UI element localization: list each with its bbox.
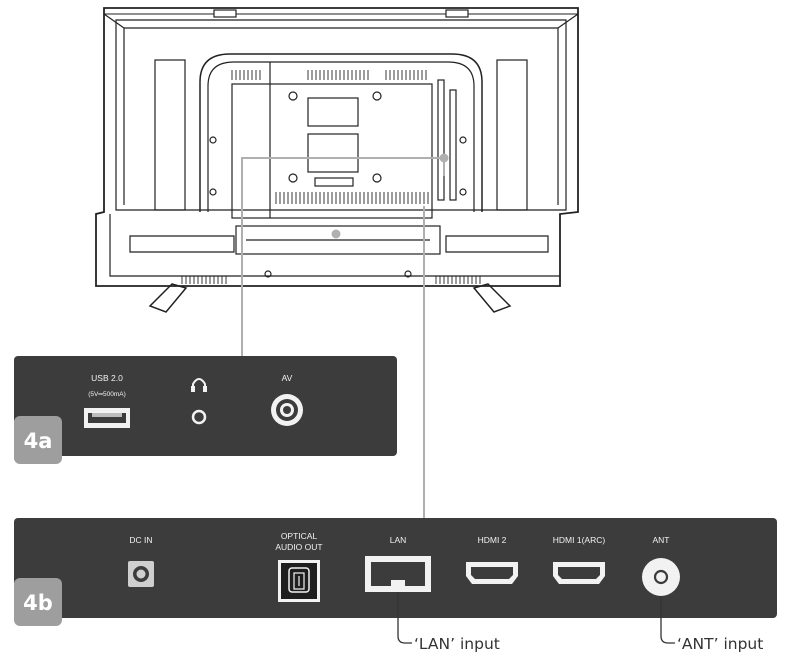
panel-4a-body: [14, 356, 397, 456]
lan-port: [365, 556, 431, 592]
headphone-icon: [191, 378, 207, 392]
ant-port: [642, 558, 680, 596]
hdmi2-port: [466, 562, 518, 584]
dc-in-label: DC IN: [129, 535, 152, 545]
panel-4a: 4a USB 2.0 (5V═500mA) AV: [14, 356, 397, 464]
optical-audio-port: [278, 560, 320, 602]
optical-label-line1: OPTICAL: [281, 531, 318, 541]
lan-input-callout: ‘LAN’ input: [414, 635, 500, 653]
panel-4a-badge-label: 4a: [24, 429, 53, 453]
panel-4b-badge: [14, 578, 62, 626]
lan-label: LAN: [390, 535, 407, 545]
hdmi1-port: [553, 562, 605, 584]
usb-label: USB 2.0: [91, 373, 123, 383]
usb-spec-label: (5V═500mA): [88, 391, 125, 398]
av-port: [271, 394, 303, 426]
panel-4b: 4b DC IN OPTICAL AUDIO OUT LAN HDMI 2 HD: [14, 518, 777, 626]
av-label: AV: [282, 373, 293, 383]
ant-input-callout: ‘ANT’ input: [677, 635, 763, 653]
dc-in-port: [128, 561, 154, 587]
usb-port: [84, 408, 130, 428]
callout-leaders: [397, 592, 675, 644]
hdmi2-label: HDMI 2: [478, 535, 507, 545]
panel-4a-badge: [14, 416, 62, 464]
headphone-jack: [191, 409, 207, 425]
ant-label: ANT: [653, 535, 670, 545]
optical-label-line2: AUDIO OUT: [275, 542, 322, 552]
hdmi1-label: HDMI 1(ARC): [553, 535, 606, 545]
panel-4b-badge-label: 4b: [23, 591, 53, 615]
tv-rear-illustration: [95, 7, 579, 313]
leader-lines: [241, 153, 449, 518]
